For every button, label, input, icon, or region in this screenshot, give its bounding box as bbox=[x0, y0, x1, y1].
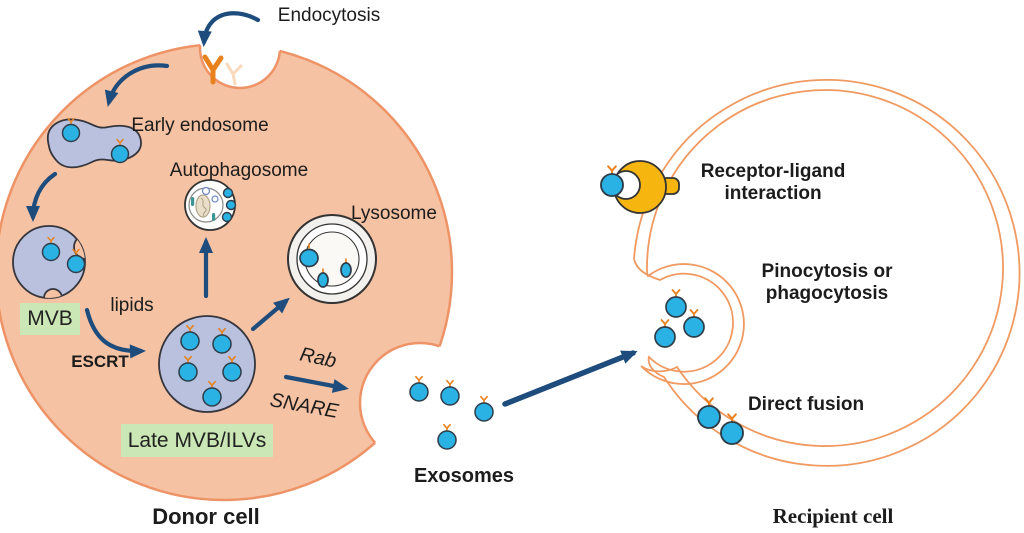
escrt-label: ESCRT bbox=[71, 352, 129, 371]
late-mvb-organelle bbox=[158, 315, 256, 413]
receptor-ligand-label-line2: interaction bbox=[724, 182, 822, 204]
receptor-ligand-label: Receptor-ligand interaction bbox=[701, 161, 846, 205]
pinocytosis-exosomes bbox=[654, 289, 705, 348]
early-endosome bbox=[47, 117, 142, 169]
rab-snare-secretion-arrow bbox=[283, 374, 349, 393]
exosome bbox=[683, 309, 705, 338]
recipient-membrane-inner bbox=[640, 89, 1004, 447]
cargo-circle bbox=[211, 195, 219, 203]
degrading-vesicle bbox=[317, 272, 329, 288]
late-mvb-badge: Late MVB/ILVs bbox=[121, 424, 273, 457]
exosome bbox=[665, 289, 687, 318]
cargo-bar bbox=[212, 213, 216, 221]
degrading-vesicle bbox=[299, 248, 319, 268]
endocytosis-pit-lumen bbox=[200, 8, 280, 88]
early-endosome-label: Early endosome bbox=[131, 115, 269, 136]
vesicle-dot bbox=[225, 199, 237, 211]
exosome-transfer-arrow bbox=[502, 350, 638, 407]
vesicle-dot bbox=[221, 211, 233, 223]
escrt-maturation-arrow bbox=[84, 307, 146, 359]
surface-receptor-y-ghost-icon bbox=[225, 62, 243, 86]
cargo-circle bbox=[201, 186, 211, 196]
pinocytosis-label-line2: phagocytosis bbox=[765, 282, 889, 304]
pit-to-endosome-arrow bbox=[104, 63, 170, 107]
lysosome-label: Lysosome bbox=[351, 203, 437, 224]
to-lysosome-arrow bbox=[250, 297, 290, 332]
autophagosome-organelle bbox=[184, 179, 237, 231]
cargo-bar bbox=[191, 197, 195, 206]
autophagosome-label: Autophagosome bbox=[169, 160, 309, 181]
endocytosis-pit bbox=[198, 8, 282, 90]
vesicle-dot bbox=[222, 187, 234, 199]
exosomes-label: Exosomes bbox=[413, 465, 515, 487]
pinocytosis-label-line1: Pinocytosis or bbox=[761, 261, 893, 282]
degrading-vesicle bbox=[340, 262, 352, 278]
receptor-ligand-label-line1: Receptor-ligand bbox=[700, 161, 846, 182]
secretion-pit bbox=[358, 341, 480, 465]
endosome-to-mvb-arrow bbox=[26, 171, 58, 222]
exosome bbox=[697, 397, 721, 429]
endocytosis-label: Endocytosis bbox=[277, 5, 381, 26]
donor-cell-label: Donor cell bbox=[152, 504, 260, 529]
direct-fusion-exosomes bbox=[697, 397, 744, 445]
receptor-ligand-complex bbox=[600, 160, 680, 214]
mvb-bite bbox=[43, 288, 63, 298]
direct-fusion-label: Direct fusion bbox=[747, 394, 865, 415]
exosome bbox=[654, 319, 676, 348]
surface-receptor-y-icon bbox=[202, 54, 224, 85]
pinocytosis-label: Pinocytosis or phagocytosis bbox=[762, 261, 893, 305]
recipient-membrane-outer bbox=[633, 78, 1021, 467]
mitochondrion-cristae bbox=[200, 197, 207, 217]
exosome bbox=[720, 413, 744, 445]
recipient-cell-label: Recipient cell bbox=[772, 504, 894, 528]
mvb-badge: MVB bbox=[20, 303, 80, 335]
endocytosis-arrow bbox=[197, 11, 261, 47]
lysosome-organelle bbox=[287, 214, 377, 304]
lipids-label: lipids bbox=[110, 295, 154, 316]
